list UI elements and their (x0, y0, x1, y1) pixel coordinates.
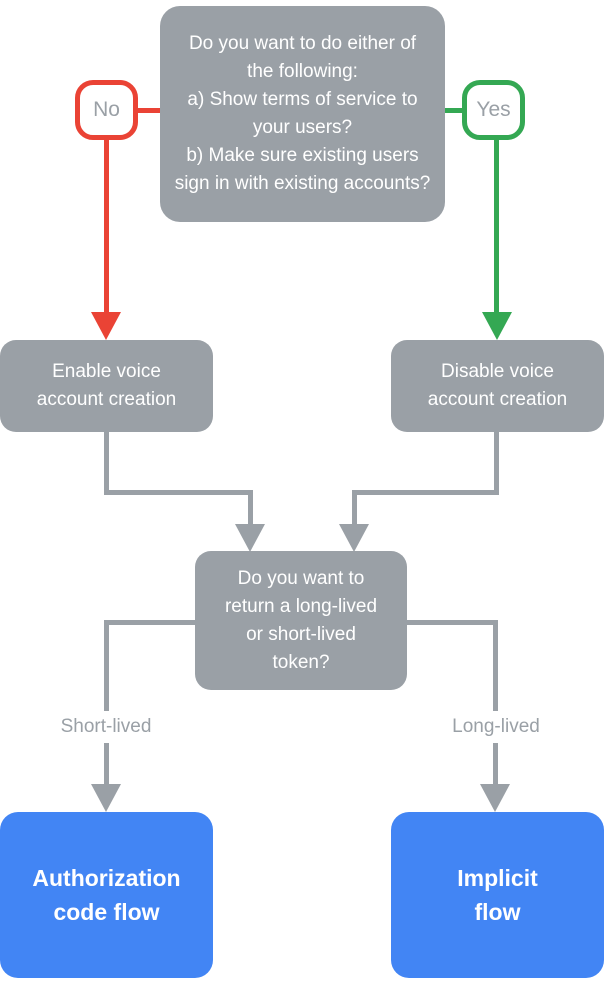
badge-yes: Yes (462, 80, 525, 140)
decision-question-line: a) Show terms of service to your users? (187, 89, 418, 138)
node-text-line: account creation (36, 389, 177, 410)
decision-question-line: b) Make sure existing users sign in with… (174, 145, 431, 194)
arrowhead-disable-icon (339, 524, 369, 552)
decision-box-token-question: Do you want to return a long-lived or sh… (195, 551, 407, 690)
node-text-line: Implicit (457, 865, 538, 891)
connector-short-vertical (104, 620, 109, 786)
label-short-lived: Short-lived (20, 711, 192, 743)
decision-question-line: return a long-lived (224, 595, 378, 617)
connector-disable-drop (352, 490, 357, 526)
decision-question-line: token? (272, 651, 330, 673)
decision-box-account-question: Do you want to do either of the followin… (160, 6, 445, 222)
arrowhead-short-icon (91, 784, 121, 812)
connector-enable-down (104, 432, 109, 492)
decision-question-line: Do you want to (237, 567, 365, 589)
node-authorization-code-flow: Authorization code flow (0, 812, 213, 978)
node-text-line: Enable voice (52, 361, 161, 382)
node-text-line: flow (474, 899, 521, 925)
connector-yes-horizontal (445, 108, 462, 113)
arrowhead-enable-icon (235, 524, 265, 552)
badge-no: No (75, 80, 138, 140)
label-long-lived: Long-lived (410, 711, 582, 743)
arrowhead-long-icon (480, 784, 510, 812)
arrowhead-yes-icon (482, 312, 512, 340)
connector-disable-horizontal (352, 490, 499, 495)
connector-long-vertical (493, 620, 498, 786)
connector-yes-vertical (494, 138, 499, 314)
node-implicit-flow: Implicit flow (391, 812, 604, 978)
connector-no-horizontal (138, 108, 160, 113)
node-text-line: account creation (427, 389, 568, 410)
node-text-line: Authorization (32, 865, 181, 891)
connector-enable-horizontal (104, 490, 253, 495)
connector-disable-down (494, 432, 499, 492)
node-text-line: Disable voice (441, 361, 554, 382)
decision-question-line: Do you want to do either of the followin… (188, 33, 417, 82)
node-enable-voice-account-creation: Enable voice account creation (0, 340, 213, 432)
connector-no-vertical (104, 138, 109, 314)
arrowhead-no-icon (91, 312, 121, 340)
connector-enable-drop (248, 490, 253, 526)
decision-question-line: or short-lived (246, 623, 356, 645)
connector-long-horizontal (407, 620, 498, 625)
connector-short-horizontal (104, 620, 195, 625)
node-text-line: code flow (53, 899, 160, 925)
node-disable-voice-account-creation: Disable voice account creation (391, 340, 604, 432)
